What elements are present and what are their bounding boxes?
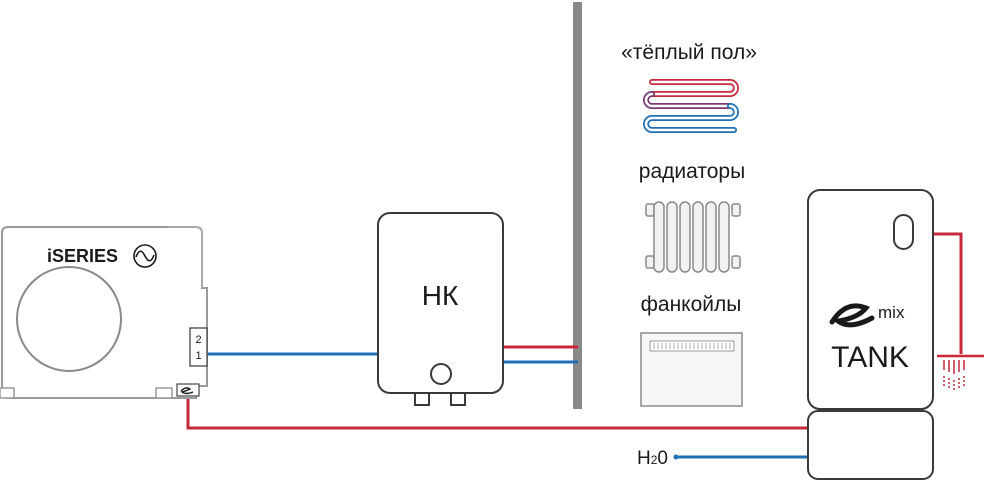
connector-block [189,327,208,367]
water-h: H [637,448,651,469]
emix-logo-icon [829,303,875,328]
radiators-label: радиаторы [639,160,745,183]
fancoils-label: фанкойлы [641,293,742,316]
tank-base [807,410,934,480]
sine-wave-icon [133,244,157,268]
tank-logo-mix: mix [878,303,905,322]
heat-pump-emix-badge [176,383,200,397]
emix-tank: mix TANK [807,189,934,480]
fancoil-icon [640,332,743,407]
wall [573,2,582,409]
water-inlet-dot [673,454,679,460]
connector-2-label: 2 [195,334,201,346]
module-foot-right [450,392,466,406]
hydro-module-label: НК [422,280,459,311]
heat-pump-unit: iSERIES 2 1 [0,226,208,399]
water-inlet-label: H20 [637,448,668,469]
water-o: 0 [657,448,668,469]
floor-heating-icon [643,79,739,133]
pipe-tank-hot-out [932,232,963,354]
pressure-gauge [430,363,452,385]
fan-grille [16,266,122,372]
tank-label: TANK [831,341,909,374]
connector-1-label: 1 [195,350,201,362]
pipe-heatpump-to-tank [186,396,810,430]
floor-heating-label: «тёплый пол» [621,41,757,64]
heat-pump-brand: iSERIES [47,246,118,266]
shower-icon [937,354,984,392]
radiator-icon [645,201,741,273]
tank-display [893,214,914,250]
hydro-module: НК [377,212,504,406]
module-foot-left [414,392,430,406]
water-subscript: 2 [651,453,658,467]
